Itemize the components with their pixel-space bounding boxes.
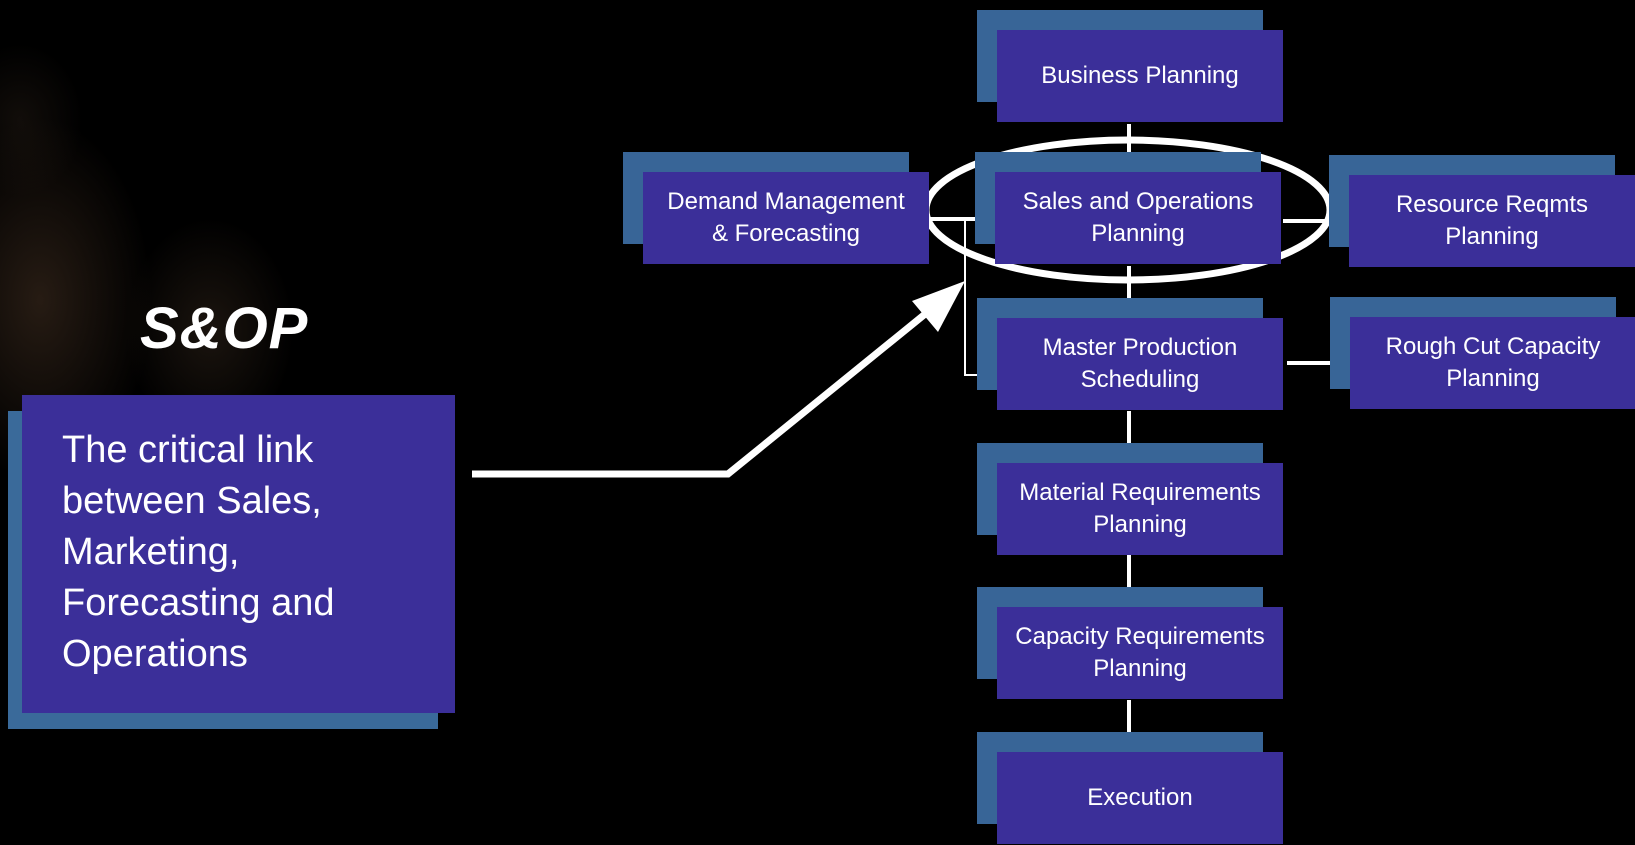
- node-master-production-scheduling: Master Production Scheduling: [977, 298, 1283, 410]
- node-demand-management: Demand Management & Forecasting: [623, 152, 929, 264]
- node-rough-cut-capacity: Rough Cut Capacity Planning: [1330, 297, 1635, 409]
- callout-arrow-head: [912, 281, 965, 332]
- node-business-planning: Business Planning: [977, 10, 1283, 122]
- node-execution: Execution: [977, 732, 1283, 844]
- node-capacity-requirements: Capacity Requirements Planning: [977, 587, 1283, 699]
- node-sales-operations-planning: Sales and Operations Planning: [975, 152, 1281, 264]
- callout-arrow-line: [472, 303, 938, 478]
- node-label: Sales and Operations Planning: [995, 172, 1281, 264]
- node-label: Demand Management & Forecasting: [643, 172, 929, 264]
- node-label: Rough Cut Capacity Planning: [1350, 317, 1635, 409]
- node-label: Execution: [997, 752, 1283, 844]
- node-label: Resource Reqmts Planning: [1349, 175, 1635, 267]
- node-label: Capacity Requirements Planning: [997, 607, 1283, 699]
- node-material-requirements: Material Requirements Planning: [977, 443, 1283, 555]
- node-label: Business Planning: [997, 30, 1283, 122]
- node-label: Master Production Scheduling: [997, 318, 1283, 410]
- node-label: Material Requirements Planning: [997, 463, 1283, 555]
- slide-title: S&OP: [140, 296, 309, 361]
- node-resource-requirements: Resource Reqmts Planning: [1329, 155, 1635, 267]
- callout-box: The critical link between Sales, Marketi…: [22, 395, 455, 713]
